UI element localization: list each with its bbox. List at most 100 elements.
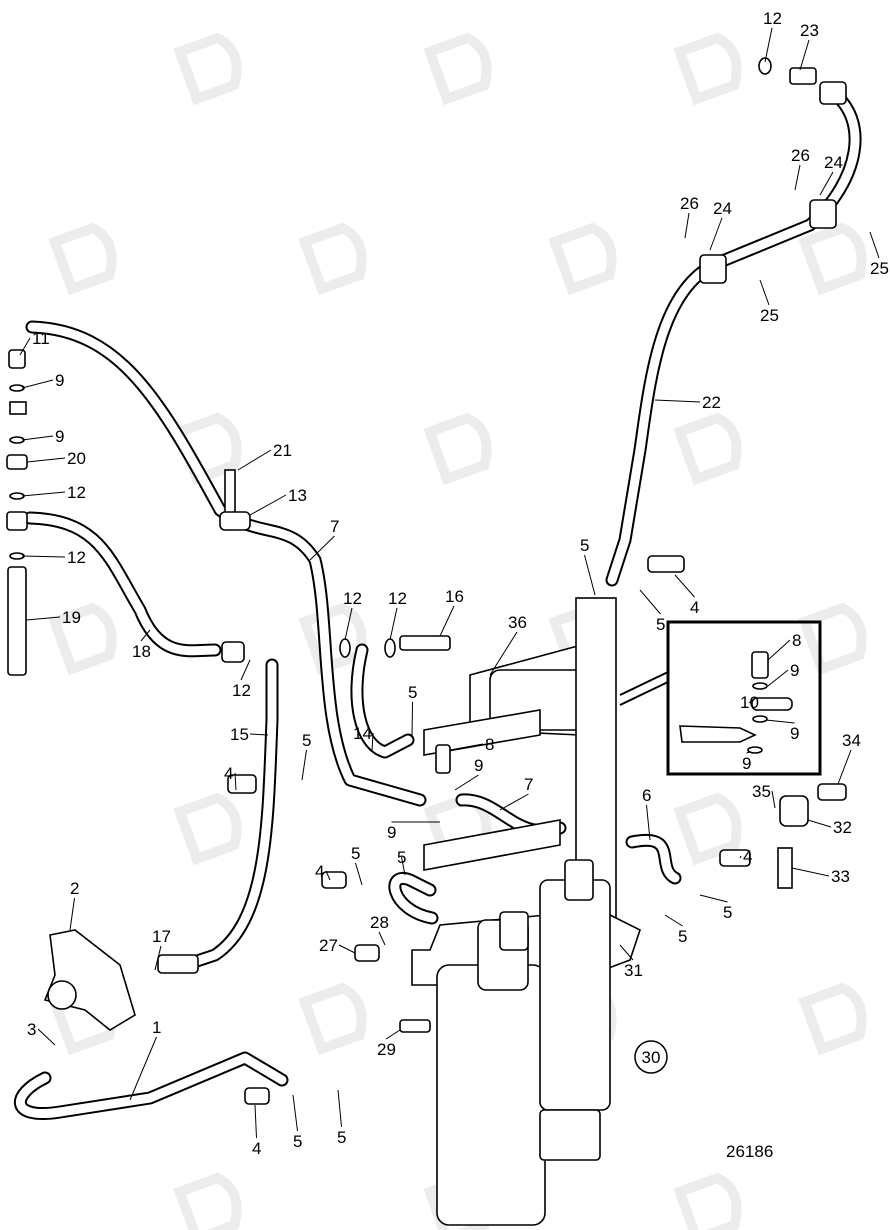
- callout-17: 17: [152, 927, 171, 946]
- watermark-logo-icon: [798, 222, 867, 296]
- callout-7: 7: [330, 517, 339, 536]
- leader-line: [154, 945, 162, 971]
- leader-line: [337, 1089, 342, 1128]
- callout-5: 5: [723, 903, 732, 922]
- leader-line: [646, 804, 651, 841]
- leader-line: [385, 1029, 401, 1040]
- callout-8: 8: [485, 735, 494, 754]
- watermark-logo-icon: [298, 982, 367, 1056]
- callout-33: 33: [831, 867, 850, 886]
- callout-5: 5: [337, 1128, 346, 1147]
- leader-line: [699, 894, 728, 903]
- leader-line: [249, 494, 287, 516]
- leader-line: [869, 231, 880, 259]
- callout-35: 35: [752, 782, 771, 801]
- watermark-logo-icon: [173, 412, 242, 486]
- callout-9: 9: [55, 371, 64, 390]
- leader-line: [619, 944, 634, 961]
- watermark-logo-icon: [673, 792, 742, 866]
- leader-line: [746, 751, 751, 754]
- callout-4: 4: [315, 862, 324, 881]
- callout-5: 5: [678, 927, 687, 946]
- callout-5: 5: [656, 615, 665, 634]
- leader-line: [654, 399, 701, 403]
- leader-line: [389, 607, 398, 641]
- callout-4: 4: [224, 764, 233, 783]
- leader-line: [234, 772, 237, 791]
- callout-27: 27: [319, 936, 338, 955]
- leader-line: [19, 337, 31, 356]
- leader-line: [639, 589, 661, 615]
- circled-label-ring: [634, 1040, 668, 1074]
- callout-24: 24: [713, 199, 732, 218]
- leader-line: [807, 819, 832, 828]
- callout-13: 13: [288, 486, 307, 505]
- leader-line: [301, 749, 307, 781]
- watermark-logo-icon: [298, 222, 367, 296]
- leader-line: [771, 790, 776, 809]
- leader-line: [837, 749, 852, 785]
- leader-line: [378, 931, 386, 946]
- callout-12: 12: [67, 548, 86, 567]
- callout-19: 19: [62, 608, 81, 627]
- leader-line: [26, 457, 66, 463]
- leader-line: [240, 659, 251, 681]
- callout-9: 9: [474, 756, 483, 775]
- watermark-logo-icon: [673, 1172, 742, 1230]
- callout-28: 28: [370, 913, 389, 932]
- callout-16: 16: [445, 587, 464, 606]
- leader-line: [21, 491, 66, 497]
- callout-12: 12: [232, 681, 251, 700]
- callout-34: 34: [842, 731, 861, 750]
- callout-22: 22: [702, 393, 721, 412]
- callout-4: 4: [252, 1139, 261, 1158]
- leader-line: [254, 1104, 257, 1139]
- watermark-logo-icon: [548, 222, 617, 296]
- callout-23: 23: [800, 21, 819, 40]
- leader-line: [767, 669, 789, 687]
- callout-6: 6: [642, 786, 651, 805]
- callout-18: 18: [132, 642, 151, 661]
- leader-line: [338, 944, 356, 954]
- leader-line: [684, 212, 690, 239]
- callout-10: 10: [740, 693, 759, 712]
- watermark-logo-icon: [798, 602, 867, 676]
- callout-24: 24: [824, 153, 843, 172]
- detail-inset-box: [666, 620, 822, 776]
- leader-line: [129, 1036, 157, 1101]
- leader-line: [355, 862, 363, 886]
- leader-line: [748, 701, 753, 705]
- callout-29: 29: [377, 1040, 396, 1059]
- callout-12: 12: [763, 9, 782, 28]
- callout-36: 36: [508, 613, 527, 632]
- leader-line: [249, 733, 269, 736]
- leader-line: [449, 743, 484, 751]
- leader-line: [709, 217, 723, 251]
- leader-line: [411, 701, 413, 739]
- callout-5: 5: [580, 536, 589, 555]
- callout-31: 31: [624, 961, 643, 980]
- watermark-logo-icon: [173, 32, 242, 106]
- callout-9: 9: [742, 754, 751, 773]
- callout-32: 32: [833, 818, 852, 837]
- callout-26: 26: [791, 146, 810, 165]
- callout-2: 2: [70, 879, 79, 898]
- leader-line: [21, 555, 66, 558]
- callout-12: 12: [343, 589, 362, 608]
- watermark-logo-icon: [48, 222, 117, 296]
- leader-line: [764, 27, 773, 63]
- leader-line: [371, 732, 374, 753]
- leader-line: [674, 574, 695, 598]
- components: 30: [6, 57, 847, 1226]
- watermark-logo-icon: [423, 32, 492, 106]
- hose-1: [14, 1051, 289, 1120]
- watermark-logo-icon: [423, 412, 492, 486]
- leader-line: [21, 379, 54, 389]
- drawing-number: 26186: [726, 1142, 773, 1161]
- leader-line: [819, 171, 834, 196]
- leader-line: [25, 616, 61, 621]
- callout-3: 3: [27, 1020, 36, 1039]
- callout-25: 25: [870, 259, 889, 278]
